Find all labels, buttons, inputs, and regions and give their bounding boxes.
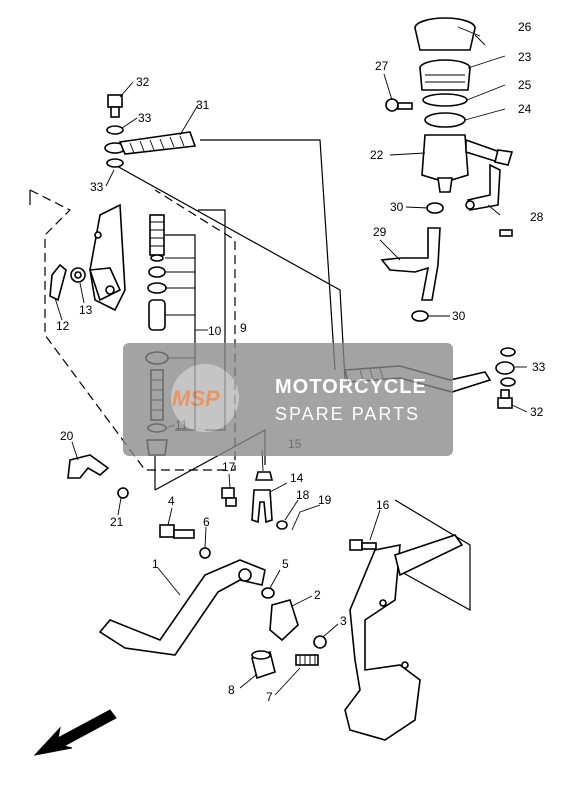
callout-33-right: 33 xyxy=(532,360,546,374)
diaphragm-24 xyxy=(424,112,466,128)
master-cylinder-body xyxy=(88,203,126,312)
bolt-16 xyxy=(349,539,377,551)
callout-16: 16 xyxy=(376,498,390,512)
hose-guide-20 xyxy=(67,454,110,479)
reservoir-tank-22 xyxy=(421,134,501,193)
callout-4: 4 xyxy=(168,494,175,508)
callout-9: 9 xyxy=(240,321,247,335)
watermark-line2: SPARE PARTS xyxy=(275,404,420,424)
callout-6: 6 xyxy=(203,515,210,529)
callout-19: 19 xyxy=(318,493,332,507)
callout-21: 21 xyxy=(110,515,124,529)
callout-23: 23 xyxy=(518,50,532,64)
union-bolt-top xyxy=(107,94,123,118)
return-spring-bracket-2 xyxy=(269,599,299,642)
callout-33-top: 33 xyxy=(138,111,152,125)
hose-fitting-33-right xyxy=(495,347,516,387)
reservoir-bracket-28 xyxy=(465,149,514,237)
callout-28: 28 xyxy=(530,210,544,224)
callout-30-bottom: 30 xyxy=(452,309,466,323)
callout-13: 13 xyxy=(79,303,93,317)
watermark-logo-text: MSP xyxy=(172,386,220,411)
brake-hose-31 xyxy=(118,131,197,155)
callout-17: 17 xyxy=(222,460,236,474)
return-spring-7 xyxy=(295,654,319,666)
union-bolt-32-right xyxy=(497,389,513,409)
reservoir-hose-29 xyxy=(380,227,441,301)
bolt-17 xyxy=(221,487,237,507)
callout-26: 26 xyxy=(518,20,532,34)
callout-20: 20 xyxy=(60,429,74,443)
clevis-14 xyxy=(251,489,273,524)
callout-25: 25 xyxy=(518,78,532,92)
callout-29: 29 xyxy=(373,225,387,239)
callout-5: 5 xyxy=(282,557,289,571)
brake-pedal-1 xyxy=(98,559,266,656)
callout-18: 18 xyxy=(296,488,310,502)
cotter-pin-19 xyxy=(291,511,301,531)
callout-8: 8 xyxy=(228,683,235,697)
reservoir-cap-23 xyxy=(419,59,471,91)
callout-10: 10 xyxy=(208,324,222,338)
callout-12: 12 xyxy=(56,319,70,333)
footrest-bracket xyxy=(344,534,464,741)
hose-clamp-30-top xyxy=(426,202,444,214)
clevis-pin-12 xyxy=(49,263,67,302)
callout-14: 14 xyxy=(290,471,304,485)
nut-13 xyxy=(70,267,86,283)
reservoir-cap-26 xyxy=(414,17,486,51)
callout-24: 24 xyxy=(518,102,532,116)
washer-6 xyxy=(199,547,211,559)
callout-27: 27 xyxy=(375,59,389,73)
watermark: MSP MOTORCYCLE SPARE PARTS xyxy=(123,343,453,456)
nut-15 xyxy=(254,471,274,481)
callout-7: 7 xyxy=(266,690,273,704)
diaphragm-plate-25 xyxy=(422,93,468,107)
callout-32-right: 32 xyxy=(530,405,544,419)
callout-31: 31 xyxy=(196,98,210,112)
front-direction-arrow-icon xyxy=(33,709,117,756)
callout-30-top: 30 xyxy=(390,200,404,214)
bolt-21 xyxy=(117,487,129,499)
callout-32-top: 32 xyxy=(136,75,150,89)
washer-18 xyxy=(276,520,288,530)
bolt-3 xyxy=(313,635,327,649)
leader-lines xyxy=(54,26,528,696)
callout-33-left: 33 xyxy=(90,180,104,194)
callout-3: 3 xyxy=(340,614,347,628)
callout-2: 2 xyxy=(314,588,321,602)
bracket-group-outline xyxy=(379,499,471,612)
callout-1: 1 xyxy=(152,557,159,571)
screw-27 xyxy=(385,98,413,112)
callout-22: 22 xyxy=(370,148,384,162)
copper-washer-top xyxy=(104,125,126,168)
watermark-line1: MOTORCYCLE xyxy=(275,376,427,398)
pivot-bolt-4 xyxy=(159,524,195,539)
collar-8 xyxy=(251,650,276,680)
watermark-logo-badge xyxy=(171,364,239,432)
washer-5 xyxy=(261,587,275,599)
hose-clamp-30-bottom xyxy=(411,310,429,322)
